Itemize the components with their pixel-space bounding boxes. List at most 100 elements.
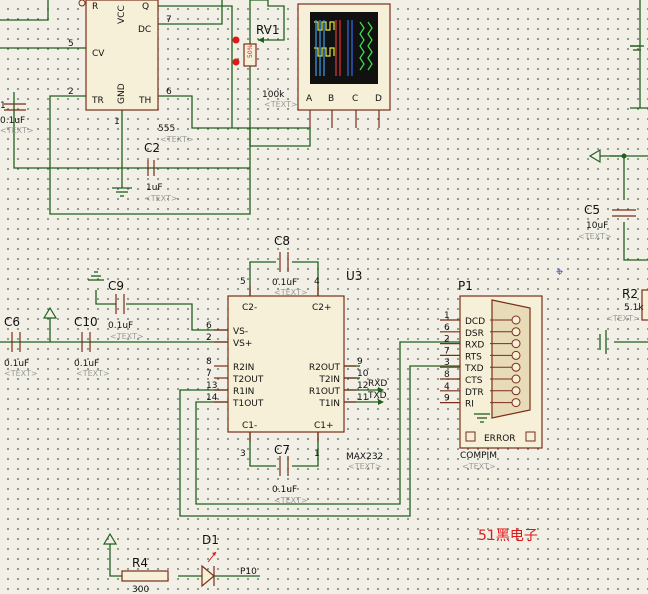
pin-num-dc: 7 bbox=[166, 15, 172, 25]
u3-pin-1: 1 bbox=[314, 449, 320, 459]
pin-label-gnd: GND bbox=[117, 83, 127, 104]
timer-555[interactable]: R VCC Q DC CV TR GND TH 5 2 6 1 7 555 <T… bbox=[68, 0, 194, 144]
c2-value: 1uF bbox=[146, 183, 163, 193]
u3-pin-label: R2IN bbox=[233, 363, 254, 373]
c2-ref: C2 bbox=[144, 141, 160, 155]
rv1-value: 100k bbox=[262, 90, 285, 100]
capacitor-c7[interactable]: C7 0.1uF <TEXT> bbox=[272, 443, 308, 505]
c5-ref: C5 bbox=[584, 203, 600, 217]
scope-ch-b: B bbox=[328, 94, 334, 104]
pin-label-q: Q bbox=[142, 2, 149, 12]
r2-value: 5.1k bbox=[624, 303, 644, 313]
scope-ch-c: C bbox=[352, 94, 358, 104]
rv1-dec-button-icon[interactable] bbox=[232, 58, 240, 66]
c6-value: 0.1uF bbox=[4, 359, 29, 369]
u3-pin-label: R1IN bbox=[233, 387, 254, 397]
led-d1[interactable]: D1 P10 bbox=[201, 533, 257, 588]
p1-pin-label: DSR bbox=[465, 329, 484, 339]
p1-pin-num: 8 bbox=[444, 370, 450, 380]
pin-marker bbox=[78, 0, 86, 7]
capacitor-c8[interactable]: C8 0.1uF <TEXT> bbox=[272, 234, 308, 297]
p1-pin-label: DTR bbox=[465, 388, 484, 398]
arrow-icon bbox=[378, 399, 384, 405]
capacitor-c6[interactable]: C6 0.1uF <TEXT> bbox=[4, 315, 38, 378]
p1-ref: P1 bbox=[458, 279, 473, 293]
capacitor-c2[interactable]: C2 1uF <TEXT> bbox=[144, 141, 178, 203]
pin-label-r: R bbox=[92, 2, 98, 12]
pin-num-tr: 2 bbox=[68, 87, 74, 97]
c10-value: 0.1uF bbox=[74, 359, 99, 369]
r2-ref: R2 bbox=[622, 287, 638, 301]
pin-num-gnd: 1 bbox=[114, 117, 120, 127]
oscilloscope[interactable]: A B C D bbox=[297, 3, 391, 128]
u3-pin-label: VS- bbox=[233, 327, 248, 337]
wiper-arrow-icon bbox=[258, 37, 264, 43]
resistor-r2[interactable]: R2 5.1k <TEXT> bbox=[606, 287, 648, 323]
u3-text: <TEXT> bbox=[348, 462, 382, 471]
p1-indicator-right bbox=[525, 431, 536, 442]
c9-value: 0.1uF bbox=[108, 321, 133, 331]
capacitor-c10[interactable]: C10 0.1uF <TEXT> bbox=[74, 315, 110, 378]
ground-icon bbox=[630, 45, 644, 51]
r4-ref: R4 bbox=[132, 556, 148, 570]
rv1-inc-button-icon[interactable] bbox=[232, 36, 240, 44]
c1-value: 0.1uF bbox=[0, 116, 25, 126]
u3-pin-label: VS+ bbox=[233, 339, 252, 349]
capacitor-c1[interactable]: 1 0.1uF <TEXT> bbox=[0, 101, 34, 135]
u3-pin-label: T2OUT bbox=[232, 375, 264, 385]
pin-label-cv: CV bbox=[92, 49, 105, 59]
ground-icon bbox=[112, 187, 132, 197]
d1-ref: D1 bbox=[202, 533, 219, 547]
u3-pin-num: 6 bbox=[206, 321, 212, 331]
scope-traces bbox=[314, 20, 373, 76]
timer-ref: 555 bbox=[158, 124, 175, 134]
p1-pin-label: TXD bbox=[464, 364, 484, 374]
u3-pin-label: R2OUT bbox=[309, 363, 341, 373]
c10-text: <TEXT> bbox=[76, 369, 110, 378]
power-icon bbox=[102, 532, 118, 545]
u3-pin-3: 3 bbox=[240, 449, 246, 459]
rv1-text: <TEXT> bbox=[264, 100, 298, 109]
p1-pin-contact bbox=[511, 386, 521, 396]
ground-icon bbox=[88, 271, 104, 281]
resistor-r4[interactable]: R4 300 bbox=[121, 556, 169, 594]
capacitor-c5[interactable]: C5 10uF <TEXT> bbox=[578, 203, 636, 241]
potentiometer-rv1[interactable]: 50% RV1 100k <TEXT> bbox=[232, 23, 298, 109]
net-rxd: RXD bbox=[368, 379, 387, 389]
p1-pin-contact bbox=[511, 374, 521, 384]
c2-text: <TEXT> bbox=[144, 194, 178, 203]
p1-error: ERROR bbox=[484, 434, 516, 444]
c1-ref: 1 bbox=[0, 101, 6, 111]
p1-pin-contact bbox=[511, 398, 521, 408]
ic-max232-u3[interactable]: U3 C2- C2+ C1- C1+ 5 4 3 1 6VS-2VS+8R2IN… bbox=[206, 269, 387, 471]
c10-ref: C10 bbox=[74, 315, 98, 329]
p1-pin-label: RTS bbox=[465, 352, 482, 362]
db9-shell bbox=[491, 299, 531, 419]
rv1-ref: RV1 bbox=[256, 23, 280, 37]
c8-value: 0.1uF bbox=[272, 278, 297, 288]
scope-ch-d: D bbox=[375, 94, 382, 104]
p1-pin-label: DCD bbox=[465, 317, 485, 327]
c5-text: <TEXT> bbox=[578, 232, 612, 241]
watermark: 51黑电子 bbox=[478, 528, 538, 544]
r4-value: 300 bbox=[132, 585, 149, 594]
net-txd: TXD bbox=[367, 391, 387, 401]
p1-pin-contact bbox=[511, 362, 521, 372]
u3-pin-num: 13 bbox=[206, 381, 217, 391]
p1-pin-contact bbox=[511, 315, 521, 325]
c6-text: <TEXT> bbox=[4, 369, 38, 378]
u3-pin-num: 2 bbox=[206, 333, 212, 343]
capacitor-c9[interactable]: C9 0.1uF <TEXT> bbox=[108, 279, 144, 341]
junction-dot bbox=[621, 153, 627, 159]
cursor-crosshair-icon: ⌖ bbox=[556, 265, 564, 280]
u3-pin-num: 9 bbox=[357, 357, 363, 367]
c8-text: <TEXT> bbox=[274, 288, 308, 297]
c8-ref: C8 bbox=[274, 234, 290, 248]
p1-pin-num: 4 bbox=[444, 382, 450, 392]
u3-pin-label: T2IN bbox=[318, 375, 340, 385]
